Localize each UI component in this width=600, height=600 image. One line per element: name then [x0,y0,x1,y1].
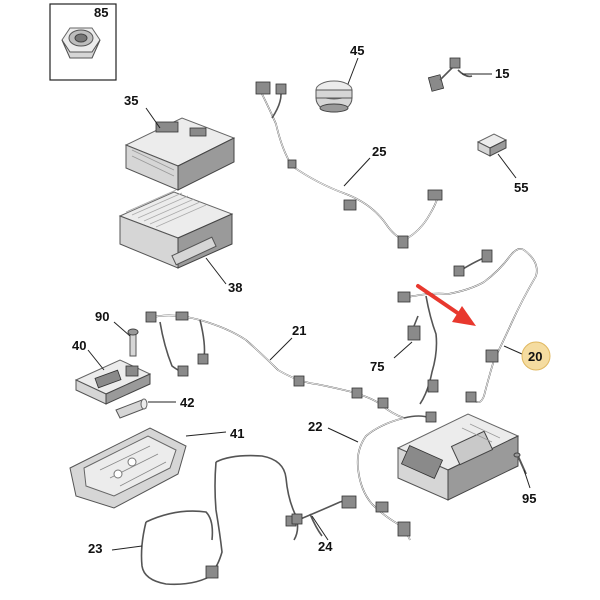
label-75: 75 [370,359,384,374]
part-21-harness[interactable] [145,311,405,419]
label-20: 20 [528,349,542,364]
part-55-connector[interactable] [476,133,508,157]
part-22-harness[interactable] [356,411,437,541]
label-24: 24 [318,539,333,554]
part-20-harness[interactable] [397,248,538,405]
label-25: 25 [372,144,386,159]
label-40: 40 [72,338,86,353]
part-45-buzzer[interactable] [315,80,353,113]
label-45: 45 [350,43,364,58]
label-22: 22 [308,419,322,434]
label-35: 35 [124,93,138,108]
part-35-control-module[interactable] [124,117,236,191]
part-85-nut[interactable] [49,3,117,81]
part-42-cylinder[interactable] [115,398,148,419]
label-41: 41 [230,426,244,441]
part-15-sensor[interactable] [427,57,473,92]
part-75-clip[interactable] [407,315,421,341]
label-21: 21 [292,323,306,338]
part-40-module[interactable] [74,359,152,405]
label-95: 95 [522,491,536,506]
part-90-screw[interactable] [127,328,139,357]
part-25-harness[interactable] [255,81,443,249]
main-unit[interactable] [396,413,520,501]
label-85: 85 [94,5,108,20]
part-38-media-unit[interactable] [118,189,234,269]
highlight-20-badge [521,341,551,371]
part-24-harness[interactable] [291,495,357,537]
label-23: 23 [88,541,102,556]
part-41-tray[interactable] [69,427,187,509]
red-arrow-icon [416,284,476,326]
label-42: 42 [180,395,194,410]
label-38: 38 [228,280,242,295]
label-55: 55 [514,180,528,195]
label-90: 90 [95,309,109,324]
label-15: 15 [495,66,509,81]
